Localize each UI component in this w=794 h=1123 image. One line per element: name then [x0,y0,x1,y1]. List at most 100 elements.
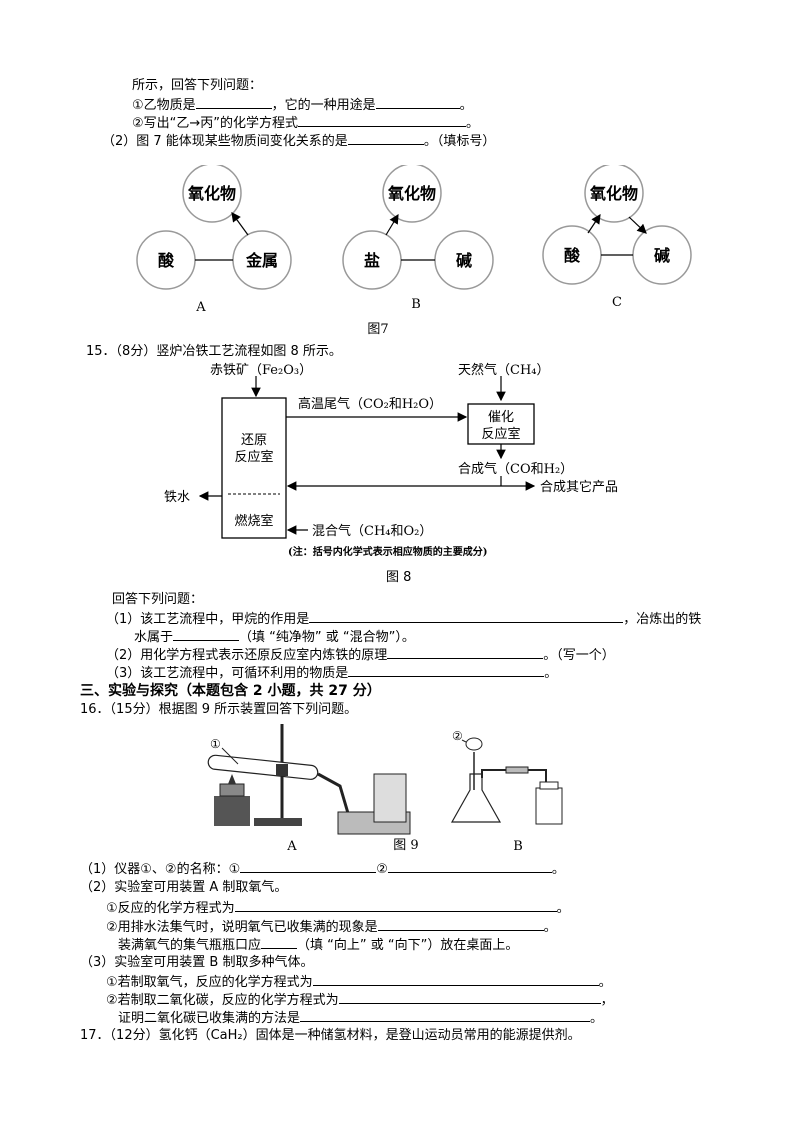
label-iron: 铁水 [164,490,190,505]
answer-blank[interactable] [300,1009,591,1022]
label-exhaust: 高温尾气（CO₂和H₂O） [298,396,442,412]
answer-blank[interactable] [348,664,545,677]
text: （2）图 7 能体现某些物质间变化关系的是 [102,134,348,149]
text: ①乙物质是 [132,98,196,113]
q16-part-3-3: 证明二氧化碳已收集满的方法是 。 [118,1009,603,1027]
q16-part-3-2: ②若制取二氧化碳，反应的化学方程式为 ， [106,991,614,1009]
q16-part-1: （1）仪器①、②的名称：① ② 。 [80,860,565,878]
answer-blank[interactable] [195,96,272,109]
node-right: 金属 [245,251,278,270]
text: （1）该工艺流程中，甲烷的作用是 [106,612,310,627]
text: （3）该工艺流程中，可循环利用的物质是 [106,666,349,681]
q15-part-1b: 水属于 （填 “纯净物” 或 “混合物”）。 [134,628,415,646]
answer-blank[interactable] [240,860,377,873]
q14-line-3: （2）图 7 能体现某些物质间变化关系的是 。（填标号） [102,132,495,150]
q16-title: 16．（15分）根据图 9 所示装置回答下列问题。 [80,702,358,717]
label-ore: 赤铁矿（Fe₂O₃） [210,363,312,378]
q14-line-2: ②写出“乙→丙”的化学方程式 。 [132,114,479,132]
node-top: 氧化物 [589,184,638,203]
q15-part-1: （1）该工艺流程中，甲烷的作用是 ，冶炼出的铁 [106,610,701,628]
apparatus-b: ② B [450,729,563,854]
answer-blank[interactable] [312,973,599,986]
diagram-b: 氧化物 盐 碱 B [342,165,494,312]
diagram-c: 氧化物 酸 碱 C [542,165,692,310]
text: 。 [544,666,558,681]
label-catalyst: 催化 [488,410,514,425]
diagram-label: A [195,300,206,315]
q16-part-3: （3）实验室可用装置 B 制取多种气体。 [80,955,314,970]
answer-blank[interactable] [338,991,601,1004]
figure-8: 赤铁矿（Fe₂O₃） 天然气（CH₄） 高温尾气（CO₂和H₂O） 催化 反应室… [164,362,618,558]
text: ，冶炼出的铁 [623,612,702,627]
text: 。 [598,975,612,990]
text: 装满氧气的集气瓶瓶口应 [118,938,262,953]
figure-caption: 图7 [367,322,388,337]
answer-blank[interactable] [377,918,544,931]
text: ①反应的化学方程式为 [106,901,235,916]
answer-blank[interactable] [261,936,298,949]
label-mixed: 混合气（CH₄和O₂） [312,523,432,539]
text: 。 [466,116,480,131]
label-catalyst-2: 反应室 [481,426,520,442]
text: ①若制取氧气，反应的化学方程式为 [106,975,313,990]
text: 水属于 [134,630,174,645]
label-syngas: 合成气（CO和H₂） [458,461,573,477]
text: （2）用化学方程式表示还原反应室内炼铁的原理 [106,648,388,663]
text: 证明二氧化碳已收集满的方法是 [118,1011,301,1026]
q16-part-2-2: ②用排水法集气时，说明氧气已收集满的现象是 。 [106,918,557,936]
q15-intro: 回答下列问题： [112,592,204,607]
text: ，它的一种用途是 [271,98,376,113]
text: ② [376,862,388,877]
label-note: (注：括号内化学式表示相应物质的主要成分) [288,545,487,558]
diagram-label: C [612,295,622,310]
text: 。 [590,1011,604,1026]
q15-title: 15．（8分）竖炉冶铁工艺流程如图 8 所示。 [86,344,342,359]
answer-blank[interactable] [387,860,552,873]
q17-title: 17．（12分）氢化钙（CaH₂）固体是一种储氢材料，是登山运动员常用的能源提供… [80,1028,581,1043]
section-heading: 三、实验与探究（本题包含 2 小题，共 27 分） [80,683,381,699]
answer-blank[interactable] [347,132,424,145]
text: 。（写一个） [543,648,615,663]
node-left: 酸 [158,251,175,270]
q16-part-2-3: 装满氧气的集气瓶瓶口应 （填 “向上” 或 “向下”）放在桌面上。 [118,936,518,954]
q15-part-2: （2）用化学方程式表示还原反应室内炼铁的原理 。（写一个） [106,646,615,664]
node-left: 盐 [364,251,380,270]
text: （填 “纯净物” 或 “混合物”）。 [239,630,415,645]
q15-part-3: （3）该工艺流程中，可循环利用的物质是 。 [106,664,557,682]
text: 。 [459,98,473,113]
text: 。 [556,901,570,916]
node-top: 氧化物 [187,184,236,203]
text: （1）仪器①、②的名称：① [80,862,241,877]
answer-blank[interactable] [298,114,467,127]
label-gas: 天然气（CH₄） [458,362,550,378]
label-b: B [513,839,523,854]
q16-part-3-1: ①若制取氧气，反应的化学方程式为 。 [106,973,612,991]
label-a: A [286,839,297,854]
apparatus-a: ① A [207,724,411,854]
text: ②写出“乙→丙”的化学方程式 [132,116,299,131]
text: 。 [543,920,557,935]
node-right: 碱 [456,251,472,270]
figure-caption: 图 9 [393,838,418,853]
text: （填 “向上” 或 “向下”）放在桌面上。 [297,938,519,953]
text: 。 [551,862,565,877]
label-other: 合成其它产品 [540,479,618,495]
figure-7: 氧化物 酸 金属 A 氧化物 盐 碱 B 氧化物 酸 碱 C 图7 [136,165,692,337]
figure-8-caption: 图 8 [386,570,412,585]
answer-blank[interactable] [234,899,557,912]
text: ②若制取二氧化碳，反应的化学方程式为 [106,993,339,1008]
diagram-a: 氧化物 酸 金属 A [136,165,292,315]
label-burn: 燃烧室 [234,513,273,529]
answer-blank[interactable] [375,96,460,109]
q16-part-2-1: ①反应的化学方程式为 。 [106,899,570,917]
text: ， [600,993,614,1008]
text: 。（填标号） [423,134,496,149]
node-left: 酸 [564,246,581,265]
q14-intro: 所示，回答下列问题： [132,78,263,93]
node-top: 氧化物 [387,184,436,203]
text: ②用排水法集气时，说明氧气已收集满的现象是 [106,920,378,935]
q14-line-1: ①乙物质是 ，它的一种用途是 。 [132,96,473,114]
answer-blank[interactable] [309,610,624,623]
answer-blank[interactable] [387,646,544,659]
answer-blank[interactable] [173,628,240,641]
